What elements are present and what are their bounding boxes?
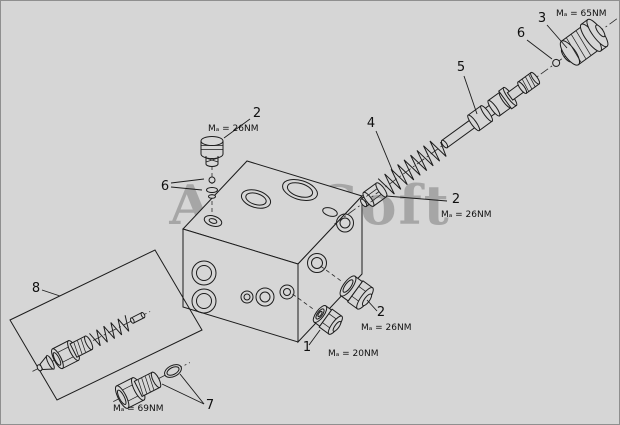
callout-1: 1 Mₐ = 20NM [303,329,379,359]
callout-6-cap-number: 6 [517,26,525,41]
callout-2-mid-number: 2 [452,192,460,207]
callout-2-bottom-torque: Mₐ = 26NM [361,323,412,333]
callout-2-top-number: 2 [253,106,261,121]
poppet-8 [36,354,55,372]
relief-plug-8 [51,335,94,370]
callout-2-mid-torque: Mₐ = 26NM [441,210,492,220]
callout-2-top: 2 Mₐ = 26NM [208,106,261,139]
socket-plug-1 [292,293,343,335]
callout-2-bottom-number: 2 [377,305,385,320]
callout-8-number: 8 [32,281,40,296]
callout-3-number: 3 [538,11,546,26]
spring-4 [377,140,447,195]
drain-plug-7 [113,362,191,409]
relief-assembly-8 [32,311,151,372]
callout-7-torque: Mₐ = 69NM [113,404,164,414]
callout-2-top-torque: Mₐ = 26NM [208,124,259,134]
callout-2-bottom: 2 Mₐ = 26NM [361,299,412,333]
callout-5-number: 5 [457,60,465,75]
callout-7: 7 Mₐ = 69NM [113,373,214,414]
callout-1-number: 1 [303,340,311,355]
side-plug-2 [320,265,374,310]
callout-4: 4 [367,116,394,173]
top-port-large [282,179,318,201]
callout-4-number: 4 [367,116,375,131]
top-port-right [322,207,338,217]
oring-7 [164,364,182,378]
callout-7-number: 7 [206,398,214,413]
callout-6-cap: 6 [517,26,553,60]
cap-3 [559,18,609,66]
callout-6-top-number: 6 [161,179,169,194]
spool-5 [440,71,541,149]
valve-block [182,160,363,344]
top-port-small [203,215,223,227]
callout-8: 8 [32,281,61,297]
callout-1-torque: Mₐ = 20NM [328,349,379,359]
callout-3: 3 Mₐ = 65NM [538,9,607,49]
pin-8 [129,311,146,324]
callout-6-top: 6 [161,178,205,194]
callout-2-mid: 2 Mₐ = 26NM [385,192,492,220]
ball-6-top [208,176,216,184]
ball-6-cap [552,58,561,67]
seal-6-top [206,187,218,199]
plug-2-top [200,136,224,167]
callout-3-torque: Mₐ = 65NM [556,9,607,19]
front-ports [191,260,295,314]
top-port-mid [240,189,272,209]
plug-2-top-assembly [200,136,224,216]
callout-5: 5 [457,60,478,115]
detail-frame-8 [9,249,203,401]
seat-plug-2-right [360,182,388,208]
relief-spring-8 [89,315,130,347]
spool-assembly [334,16,620,225]
